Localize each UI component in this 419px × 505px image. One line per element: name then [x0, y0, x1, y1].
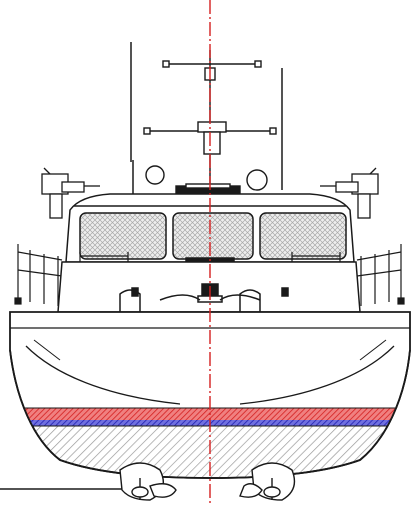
- propeller-left: [119, 462, 177, 501]
- deck-gun-right: [320, 167, 379, 219]
- railing-left: [14, 244, 63, 306]
- deck-gun-left: [41, 167, 100, 219]
- antenna-left: [130, 42, 134, 196]
- foredeck: [57, 261, 361, 313]
- roof-equipment: [145, 165, 268, 195]
- window-right: [259, 212, 347, 260]
- window-center: [172, 212, 254, 260]
- window-left: [79, 212, 167, 260]
- propeller-right: [239, 462, 296, 501]
- railing-right: [356, 244, 405, 306]
